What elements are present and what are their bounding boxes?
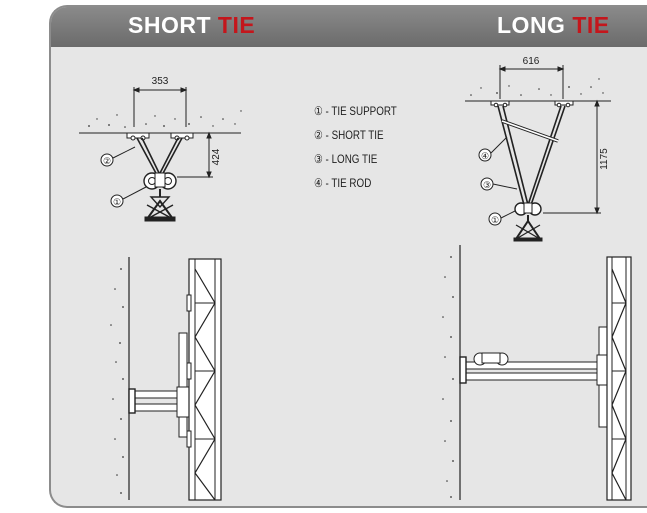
diagram-panel: SHORT TIE LONG TIE ① - TIE SUPPORT ② - S… [49, 5, 647, 508]
short-tie-plan-view [79, 87, 242, 222]
title-bar: SHORT TIE LONG TIE [51, 7, 647, 47]
legend: ① - TIE SUPPORT ② - SHORT TIE ③ - LONG T… [314, 99, 415, 195]
long-height-dimension: 1175 [599, 148, 610, 170]
short-tie-elevation-view [110, 257, 222, 501]
short-tie-title-accent: TIE [217, 12, 256, 38]
long-tie-title-accent: TIE [572, 12, 610, 38]
short-concrete-hatch [88, 110, 242, 128]
short-elevation-hatch [110, 268, 124, 494]
short-callout-short-tie: ② [103, 156, 111, 166]
long-callout-long-tie: ③ [483, 180, 491, 190]
long-elevation-hatch [442, 256, 454, 498]
short-tie-title-word: SHORT [128, 12, 211, 38]
short-tie-title: SHORT TIE [128, 12, 255, 39]
short-callout-tie-support: ① [113, 197, 121, 207]
technical-drawings: 353 424 ② ① [79, 56, 632, 501]
long-callout-tie-support: ① [491, 215, 499, 225]
long-tie-title: LONG TIE [497, 12, 610, 39]
long-tie-title-word: LONG [497, 12, 566, 38]
legend-item-tie-support: ① - TIE SUPPORT [314, 104, 397, 118]
long-concrete-hatch [470, 78, 604, 96]
legend-item-long-tie: ③ - LONG TIE [314, 152, 378, 166]
long-tie-plan-view [465, 65, 611, 242]
long-width-dimension: 616 [523, 56, 540, 67]
long-tie-elevation-view [442, 245, 632, 501]
long-callout-tie-rod: ④ [481, 151, 489, 161]
short-height-dimension: 424 [211, 148, 222, 165]
legend-item-short-tie: ② - SHORT TIE [314, 128, 384, 142]
legend-item-tie-rod: ④ - TIE ROD [314, 176, 372, 190]
short-width-dimension: 353 [152, 76, 169, 87]
